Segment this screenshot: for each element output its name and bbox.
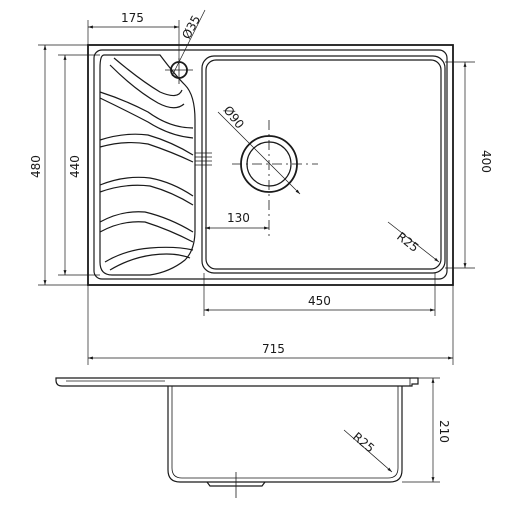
- total-width-label: 715: [262, 342, 285, 356]
- bowl-depth-label: 400: [479, 150, 493, 173]
- dim-bowl-height: 210: [402, 377, 451, 483]
- dim-drain-diameter: Ø90: [217, 103, 301, 195]
- top-view: [87, 44, 454, 286]
- inner-depth-label: 440: [68, 155, 82, 178]
- overflow-slots: [195, 152, 212, 166]
- dim-inner-depth: 440: [58, 54, 100, 276]
- tap-offset-label: 175: [121, 11, 144, 25]
- dim-corner-radius-side: R25: [343, 430, 393, 473]
- bowl-profile: [167, 386, 403, 483]
- bowl-height-label: 210: [437, 420, 451, 443]
- side-view: [55, 377, 419, 498]
- dim-total-width: 715: [87, 285, 454, 365]
- tap-hole-label: Ø35: [179, 13, 203, 41]
- drain-offset-label: 130: [227, 211, 250, 225]
- deck-profile: [55, 377, 419, 387]
- dim-drain-offset: 130: [205, 211, 269, 230]
- bowl-width-label: 450: [308, 294, 331, 308]
- total-depth-label: 480: [29, 155, 43, 178]
- sink-outer-rim: [87, 44, 454, 286]
- bowl-inner: [205, 59, 442, 270]
- dim-total-depth: 480: [29, 44, 88, 286]
- dim-tap-hole: Ø35: [171, 9, 206, 77]
- dim-tap-offset: 175: [87, 11, 180, 60]
- drain-diameter-label: Ø90: [221, 103, 247, 131]
- corner-radius-top-label: R25: [394, 229, 421, 255]
- corner-radius-side-label: R25: [350, 430, 377, 456]
- dim-bowl-width: 450: [203, 273, 436, 316]
- drainer-board: [99, 54, 196, 276]
- dim-bowl-depth: 400: [445, 61, 493, 269]
- drainer-grooves: [99, 57, 194, 271]
- sink-inner-rim: [93, 49, 448, 280]
- bowl-outer: [201, 55, 446, 274]
- dim-corner-radius-top: R25: [387, 221, 440, 263]
